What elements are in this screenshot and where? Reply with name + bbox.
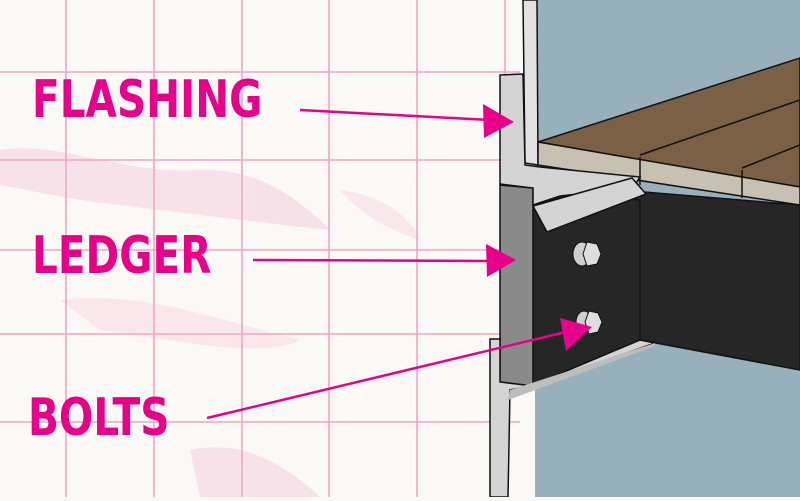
bolt-upper bbox=[572, 241, 602, 267]
arrow-ledger bbox=[252, 244, 516, 277]
decking bbox=[537, 57, 800, 206]
arrow-flashing bbox=[299, 104, 514, 138]
label-ledger: LEDGER bbox=[32, 226, 212, 286]
label-bolts: BOLTS bbox=[28, 388, 170, 448]
arrow-bolts bbox=[206, 318, 592, 420]
label-flashing: FLASHING bbox=[32, 70, 263, 130]
paper-texture bbox=[0, 148, 420, 497]
flashing-drip-edge bbox=[531, 177, 648, 233]
ledger-end bbox=[499, 184, 534, 387]
lower-trim bbox=[508, 343, 655, 400]
wall-sheathing-upper bbox=[522, 0, 539, 166]
